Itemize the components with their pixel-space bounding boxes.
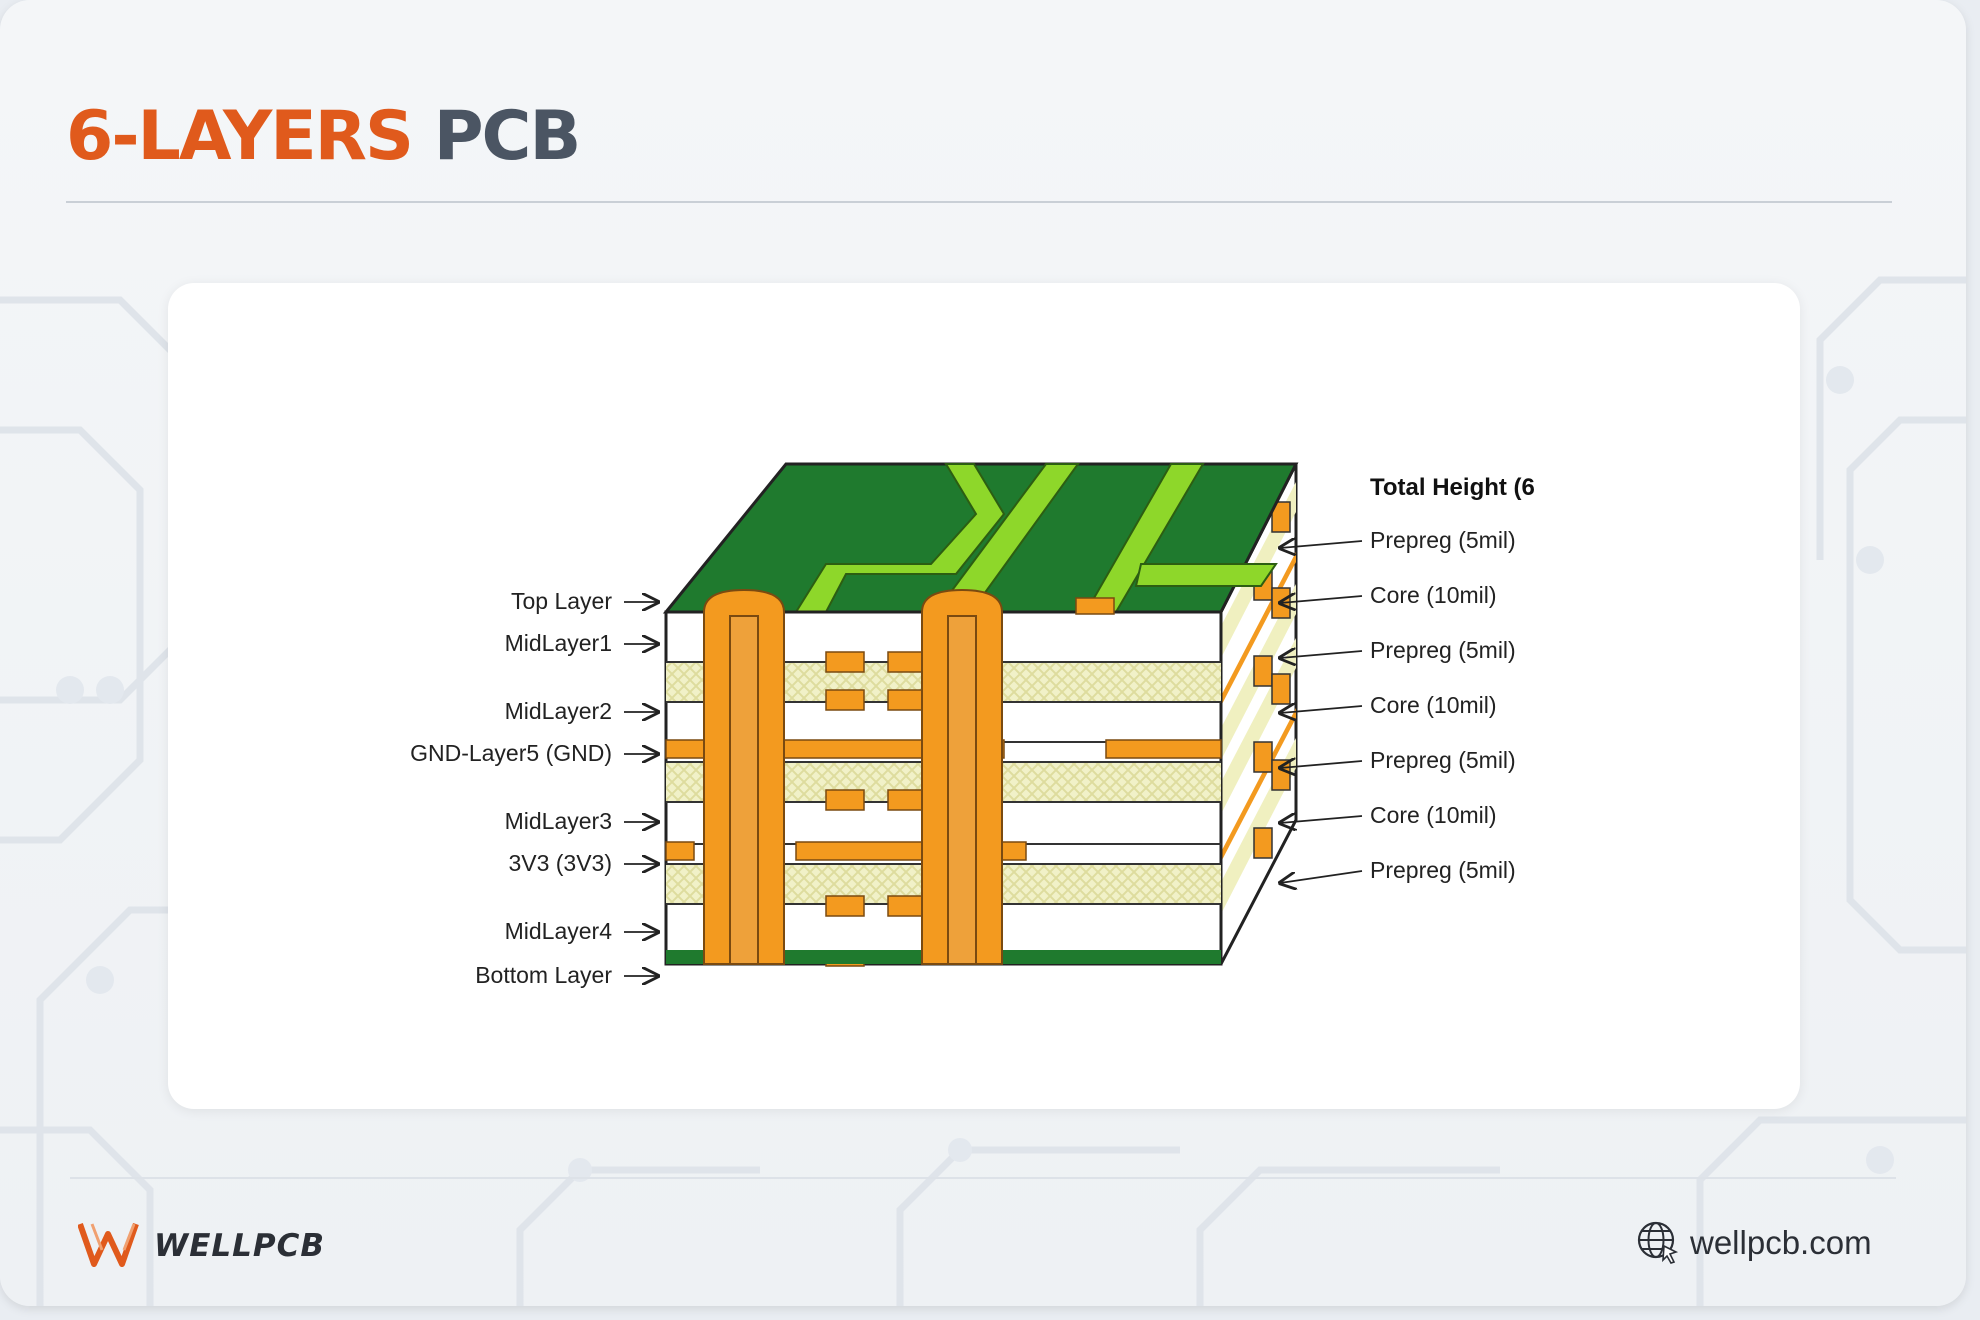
plated-vias	[703, 588, 1003, 965]
page-title: 6-LAYERS PCB	[66, 103, 581, 171]
diagram-card: Top Layer MidLayer1 MidLayer2 GND-Layer5…	[168, 283, 1800, 1109]
title-main: PCB	[433, 97, 582, 176]
pcb-stackup-diagram: Top Layer MidLayer1 MidLayer2 GND-Layer5…	[410, 462, 1535, 988]
label-midlayer4: MidLayer4	[505, 918, 613, 944]
label-midlayer3: MidLayer3	[505, 808, 612, 834]
label-top-layer: Top Layer	[511, 588, 612, 614]
label-gnd-layer: GND-Layer5 (GND)	[410, 740, 612, 766]
brand-name: WELLPCB	[154, 1228, 325, 1264]
label-midlayer1: MidLayer1	[505, 630, 612, 656]
pcb-board	[662, 462, 1299, 967]
left-arrows	[624, 602, 658, 976]
header-divider	[66, 201, 1892, 203]
label-midlayer2: MidLayer2	[505, 698, 612, 724]
label-prepreg-4: Prepreg (5mil)	[1370, 857, 1516, 883]
website-link[interactable]: wellpcb.com	[1690, 1224, 1872, 1261]
label-core-3: Core (10mil)	[1370, 802, 1497, 828]
label-core-1: Core (10mil)	[1370, 582, 1497, 608]
left-labels: Top Layer MidLayer1 MidLayer2 GND-Layer5…	[410, 588, 612, 988]
label-core-2: Core (10mil)	[1370, 692, 1497, 718]
top-traces	[794, 463, 1278, 613]
title-accent: 6-LAYERS	[66, 97, 414, 176]
copper-pads	[825, 597, 1115, 967]
right-labels: Total Height (6 Prepreg (5mil) Core (10m…	[1370, 474, 1535, 883]
right-arrows	[1280, 541, 1363, 883]
label-total-height: Total Height (6	[1370, 474, 1535, 501]
label-bottom-layer: Bottom Layer	[475, 962, 612, 988]
label-prepreg-1: Prepreg (5mil)	[1370, 527, 1516, 553]
label-prepreg-3: Prepreg (5mil)	[1370, 747, 1516, 773]
wellpcb-logo-icon	[78, 1223, 139, 1267]
label-prepreg-2: Prepreg (5mil)	[1370, 637, 1516, 663]
globe-icon	[1637, 1221, 1679, 1264]
footer-divider	[70, 1177, 1896, 1179]
label-3v3: 3V3 (3V3)	[508, 850, 612, 876]
